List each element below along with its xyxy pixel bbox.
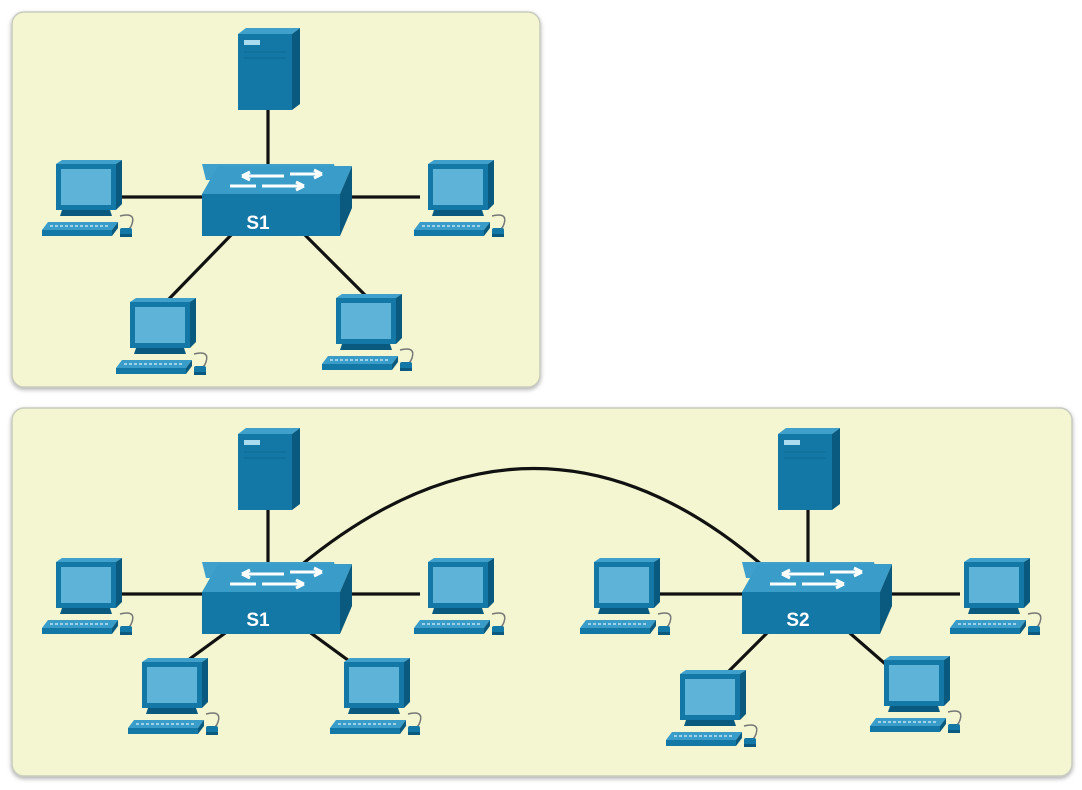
single-switch-network: S1 <box>11 11 541 388</box>
switch-icon: S1 <box>200 162 354 238</box>
cable-pc-bottom-right-s1 <box>300 230 370 300</box>
cable-pc-bottom-left-s2 <box>724 626 774 676</box>
switch-label: S2 <box>786 610 809 631</box>
switch-label: S1 <box>246 213 270 234</box>
server-icon <box>237 427 301 511</box>
server-icon <box>777 427 841 511</box>
two-switch-network: S1 S2 <box>11 407 1073 777</box>
switch-icon: S2 <box>740 560 894 636</box>
cables <box>120 466 960 676</box>
server-icon <box>237 27 301 111</box>
link-s1-s2 <box>298 466 772 574</box>
cable-pc-bottom-right-s2 <box>842 626 892 670</box>
switch-label: S1 <box>246 610 270 631</box>
switch-icon: S1 <box>200 560 354 636</box>
cable-pc-bottom-left-s1 <box>166 230 236 302</box>
cable-pc-bottom-right-s1 <box>303 626 357 668</box>
